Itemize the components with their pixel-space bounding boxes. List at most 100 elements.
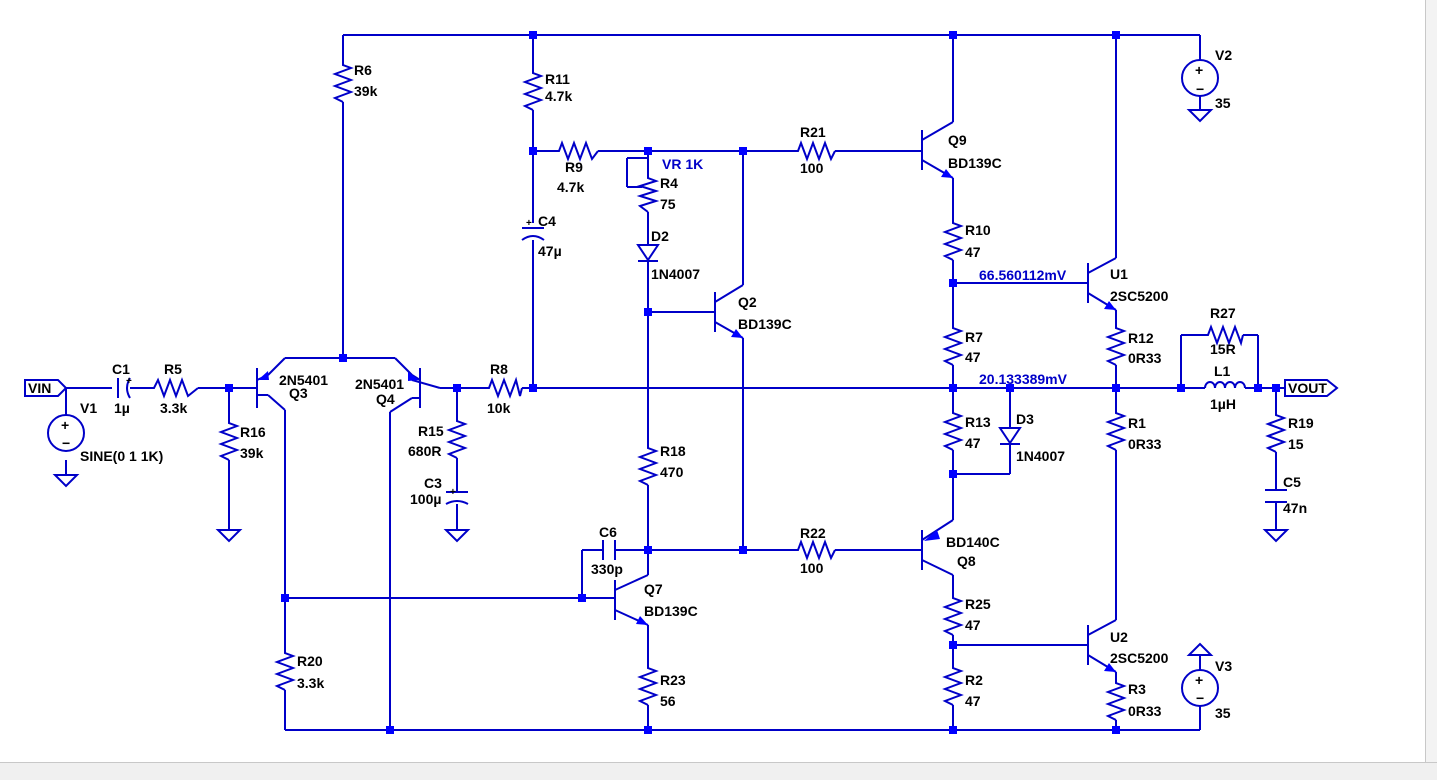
v1-ref: V1: [80, 400, 97, 416]
r4-value: 75: [660, 196, 676, 212]
q9-ref: Q9: [948, 132, 967, 148]
r5-ref: R5: [164, 361, 182, 377]
u1-value: 2SC5200: [1110, 288, 1169, 304]
c1-value: 1µ: [114, 400, 130, 416]
r27-value: 15R: [1210, 341, 1236, 357]
r8-ref: R8: [490, 361, 508, 377]
q8-ref: Q8: [957, 553, 976, 569]
r11-body: [522, 70, 544, 111]
svg-text:−: −: [1196, 690, 1204, 706]
r27-body: [1205, 324, 1244, 347]
q4-ref: Q4: [376, 391, 395, 407]
r16-ref: R16: [240, 424, 266, 440]
r3-value: 0R33: [1128, 703, 1162, 719]
r13-ref: R13: [965, 414, 991, 430]
voltage-sources: + − + − + −: [47, 59, 1219, 707]
d2-value: 1N4007: [651, 266, 700, 282]
r3-ref: R3: [1128, 681, 1146, 697]
transistors: [256, 121, 1117, 673]
svg-text:+: +: [450, 487, 456, 498]
v2-ref: V2: [1215, 47, 1232, 63]
r22-value: 100: [800, 560, 824, 576]
v3-value: 35: [1215, 705, 1231, 721]
c6-ref: C6: [599, 524, 617, 540]
r16-value: 39k: [240, 445, 264, 461]
r6-body: [332, 62, 354, 103]
svg-text:+: +: [1195, 672, 1203, 688]
r12-body: [1105, 325, 1127, 366]
c5-value: 47n: [1283, 500, 1307, 516]
vr-directive: VR 1K: [662, 156, 703, 172]
c3-value: 100µ: [410, 491, 441, 507]
capacitors: + + +: [117, 218, 1287, 560]
r22-body: [795, 539, 836, 561]
r4-body: [636, 175, 660, 213]
r8-value: 10k: [487, 400, 511, 416]
r15-body: [446, 418, 468, 459]
r3-body: [1105, 680, 1127, 721]
r23-ref: R23: [660, 672, 686, 688]
net-flag-vout[interactable]: VOUT: [1284, 379, 1339, 397]
v1-value: SINE(0 1 1K): [80, 448, 163, 464]
r19-ref: R19: [1288, 415, 1314, 431]
q8-value: BD140C: [946, 534, 1000, 550]
r21-value: 100: [800, 160, 824, 176]
c3-ref: C3: [424, 475, 442, 491]
annotations: VR 1K 66.560112mV 20.133389mV: [662, 156, 1068, 387]
probe-bias-voltage: 66.560112mV: [979, 267, 1067, 283]
v3-ref: V3: [1215, 658, 1232, 674]
inductor-l1: [1200, 381, 1246, 389]
wires: [65, 34, 1285, 731]
resistors: [150, 62, 1287, 721]
r7-value: 47: [965, 349, 981, 365]
r5-body: [150, 377, 199, 399]
d3-ref: D3: [1016, 411, 1034, 427]
r10-body: [942, 220, 964, 261]
probe-output-voltage: 20.133389mV: [979, 371, 1068, 387]
r2-ref: R2: [965, 672, 983, 688]
r23-body: [637, 665, 659, 706]
r1-ref: R1: [1128, 415, 1146, 431]
r22-ref: R22: [800, 525, 826, 541]
d3-value: 1N4007: [1016, 448, 1065, 464]
r10-ref: R10: [965, 222, 991, 238]
l1-value: 1µH: [1210, 396, 1236, 412]
v2-value: 35: [1215, 95, 1231, 111]
d2-ref: D2: [651, 228, 669, 244]
r23-value: 56: [660, 693, 676, 709]
r27-ref: R27: [1210, 305, 1236, 321]
c4-value: 47µ: [538, 243, 562, 259]
r12-ref: R12: [1128, 330, 1154, 346]
vout-label: VOUT: [1288, 380, 1327, 396]
r25-value: 47: [965, 617, 981, 633]
q2-value: BD139C: [738, 316, 792, 332]
r21-body: [795, 140, 836, 162]
r18-body: [637, 445, 659, 486]
svg-text:+: +: [126, 376, 132, 387]
svg-text:+: +: [1195, 62, 1203, 78]
r25-ref: R25: [965, 596, 991, 612]
vertical-scrollbar[interactable]: [1425, 0, 1437, 762]
r20-body: [274, 650, 296, 691]
r20-value: 3.3k: [297, 675, 324, 691]
q7-value: BD139C: [644, 603, 698, 619]
r1-value: 0R33: [1128, 436, 1162, 452]
r2-value: 47: [965, 693, 981, 709]
status-bar: [0, 762, 1437, 780]
vin-label: VIN: [28, 380, 51, 396]
c5-ref: C5: [1283, 474, 1301, 490]
net-flag-vin[interactable]: VIN: [24, 379, 68, 397]
r9-ref: R9: [565, 159, 583, 175]
junction-dots: [225, 31, 1280, 734]
r7-ref: R7: [965, 329, 983, 345]
r15-ref: R15: [418, 423, 444, 439]
ground-symbols: [215, 529, 1290, 543]
r10-value: 47: [965, 244, 981, 260]
r11-ref: R11: [545, 71, 570, 87]
r20-ref: R20: [297, 653, 323, 669]
c1-ref: C1: [112, 361, 130, 377]
r9-value: 4.7k: [557, 179, 584, 195]
r12-value: 0R33: [1128, 350, 1162, 366]
